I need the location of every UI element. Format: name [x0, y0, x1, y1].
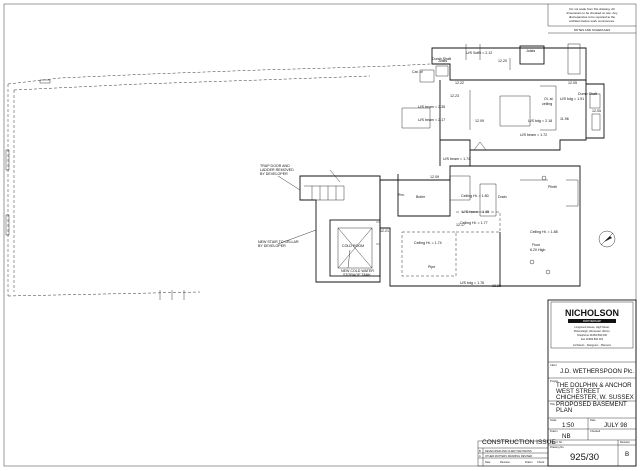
note-cold-water-1: NEW COLD WATER	[341, 269, 374, 273]
level-3: 12.09	[475, 119, 484, 123]
client-label: Client	[550, 363, 557, 367]
date-value: JULY 98	[604, 422, 628, 429]
drawn-value: NB	[562, 433, 571, 440]
drawing-no: 925/30	[570, 452, 599, 463]
notes-line-3: discrepancies to be reported to the	[569, 15, 616, 19]
note-trap-door-2: LADDER REMOVED	[260, 168, 294, 172]
misc-7: Boiler	[416, 195, 426, 199]
soffit-2: U/S bdg = 2.18	[528, 119, 552, 123]
level-6: 12.17	[456, 223, 465, 227]
level-4: 12.05	[568, 81, 577, 85]
revision-value: B	[625, 451, 629, 458]
note-ceiling-2: Ceiling Ht. = 1.88	[530, 230, 558, 234]
misc-8: Drain	[498, 195, 507, 199]
note-trap-door-3: BY DEVELOPER	[260, 172, 288, 176]
notes-line-1: Do not scale from this drawing. All	[569, 7, 615, 11]
note-ceiling-1: Ceiling Ht. = 1.80	[461, 194, 489, 198]
sheet-border	[3, 3, 637, 467]
floor-plan	[5, 43, 616, 300]
level-5: 12.20	[498, 59, 507, 63]
note-new-stair-1: NEW STAIR TO CELLAR	[258, 240, 299, 244]
level-7: 12.21	[380, 229, 389, 233]
firm-disciplines: Architects · Designers · Planners	[573, 343, 612, 347]
rev-col-drawn: Drawn	[525, 460, 533, 464]
firm-sub: PARTNERSHIP	[583, 319, 601, 323]
note-floor-1: Floor	[532, 243, 541, 247]
date-label: Date	[590, 418, 596, 422]
drawn-label: Drawn	[550, 429, 558, 433]
rev-row-2-desc: OTHER MATTERS DRAWING REVISED	[485, 454, 532, 458]
plan-annotations: TRAP DOOR AND LADDER REMOVED BY DEVELOPE…	[258, 49, 601, 288]
note-plinth: Plinth	[548, 185, 557, 189]
notes-panel: Do not scale from this drawing. All dime…	[547, 4, 636, 34]
misc-5: Joists	[438, 59, 447, 63]
soffit-7: U/S beam = 2.17	[418, 118, 445, 122]
note-ol-2: ceiling	[542, 102, 552, 106]
firm-address-1: Longwood House, High Street,	[574, 325, 610, 329]
drawing-no-label: Drawing No.	[550, 445, 565, 449]
rev-row-1-desc: DEVELOPER AND CLIENT REVISIONS	[485, 449, 532, 453]
soffit-6: U/S bdg = 1.91	[560, 97, 584, 101]
level-9: 12.23	[492, 284, 501, 288]
notes-title: NOTES AND SCHEDULES	[574, 28, 611, 32]
note-floor-2: 6.20 High	[530, 248, 545, 252]
level-8: 11.96	[560, 117, 569, 121]
revision-label: Revision	[620, 440, 631, 444]
title-block: NICHOLSON PARTNERSHIP Longwood House, Hi…	[477, 299, 637, 467]
note-trap-door-1: TRAP DOOR AND	[260, 164, 290, 168]
checked-label: Checked	[590, 429, 601, 433]
note-new-stair-2: BY DEVELOPER	[258, 244, 286, 248]
rev-col-date: Date	[485, 460, 491, 464]
scale-label: Scale	[550, 418, 557, 422]
soffit-4: U/S beam = 1.74	[443, 157, 470, 161]
title-line-1: PROPOSED BASEMENT	[556, 401, 627, 408]
client-name: J.D. WETHERSPOON Plc.	[560, 368, 634, 375]
note-cold-room: COLD ROOM	[342, 244, 364, 248]
notes-line-4: architect before work commences.	[569, 19, 615, 23]
scale-value: 1:50	[562, 422, 575, 429]
project-no-label: Project No.	[550, 440, 563, 444]
firm-address-3: Telephone 01684 892 000	[577, 333, 608, 337]
level-2: 12.23	[450, 94, 459, 98]
misc-6: Rm.	[398, 193, 405, 197]
north-arrow	[598, 230, 616, 248]
soffit-8: U/S beam = 1.65	[462, 210, 489, 214]
title-line-2: PLAN	[556, 407, 572, 414]
note-cold-water-2: STORAGE TANK	[343, 273, 371, 277]
rev-row-2-id: A	[479, 454, 481, 458]
rev-col-revision: Revision	[500, 460, 511, 464]
level-1: 12.22	[455, 81, 464, 85]
title-label: Title	[550, 402, 555, 406]
misc-2: Dumb Shaft	[432, 57, 451, 61]
level-10: 12.09	[430, 175, 439, 179]
note-ol-1: Ol. at	[544, 97, 553, 101]
misc-1: Joists	[526, 49, 535, 53]
notes-line-2: dimensions to be checked on site. Any	[566, 11, 618, 15]
soffit-1: U/S Soffit = 2.12	[466, 51, 492, 55]
soffit-5: U/S beam = 1.72	[520, 133, 547, 137]
misc-4: Cat. of	[412, 70, 423, 74]
project-label: Project	[550, 379, 558, 383]
soffit-9: U/S bdg = 1.76	[460, 281, 484, 285]
note-ceiling-3: Ceiling Ht. = 1.74	[414, 241, 442, 245]
construction-issue-stamp: CONSTRUCTION ISSUE	[482, 439, 556, 446]
rev-row-1-id: B	[479, 449, 481, 453]
misc-3: Dumb Shaft	[578, 92, 597, 96]
rev-col-check: Check	[537, 460, 545, 464]
project-line-3: CHICHESTER, W. SUSSEX	[556, 394, 634, 401]
note-pipe: Pipe	[428, 265, 435, 269]
project-line-1: THE DOLPHIN & ANCHOR	[556, 382, 632, 389]
firm-address-4: Fax 01684 892 001	[581, 337, 604, 341]
firm-address-2: Pickersleigh, Worcester, Worcs.	[574, 329, 611, 333]
firm-name: NICHOLSON	[565, 308, 619, 318]
level-11: 12.05	[592, 109, 601, 113]
note-ceiling-4: Ceiling Ht. = 1.77	[460, 221, 488, 225]
soffit-3: U/S beam = 2.35	[418, 105, 445, 109]
project-line-2: WEST STREET	[556, 388, 600, 395]
